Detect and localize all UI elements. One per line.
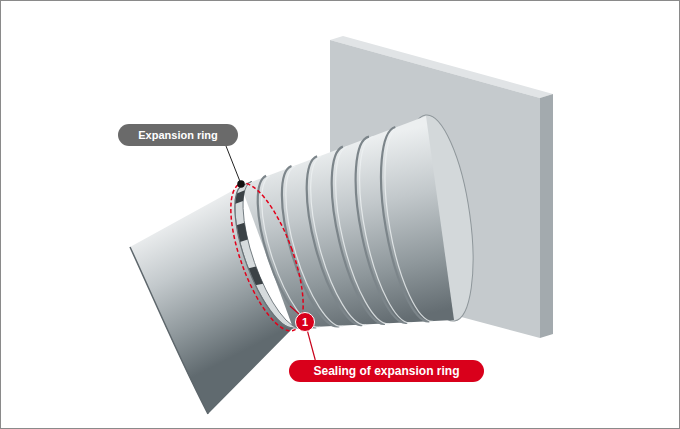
large-pipe xyxy=(130,186,293,414)
pipe-joint-edge xyxy=(235,186,293,328)
callout-leader xyxy=(290,306,299,314)
duct-rib-highlight xyxy=(286,166,343,326)
callout-connector xyxy=(308,332,316,360)
callout-number-text: 1 xyxy=(302,317,308,328)
duct-rib-highlight xyxy=(336,147,389,324)
label-text: Expansion ring xyxy=(138,130,217,141)
duct-rib xyxy=(381,127,429,321)
leader-dot xyxy=(237,180,245,188)
part-label: Expansion ring xyxy=(118,124,238,146)
duct-rib xyxy=(332,147,385,324)
callout-label: Sealing of expansion ring xyxy=(289,360,484,382)
callout-number: 1 xyxy=(295,312,315,332)
label-text: Sealing of expansion ring xyxy=(313,365,459,377)
callout-circle-fill xyxy=(296,313,315,332)
pipe-cut-edge xyxy=(130,247,208,414)
duct-rib-highlight xyxy=(311,156,367,325)
duct-rib-highlight xyxy=(385,127,433,321)
wall-plate-side xyxy=(540,94,553,338)
corrugated-duct xyxy=(241,116,454,328)
sealing-ellipse xyxy=(216,175,318,339)
label-leader xyxy=(226,146,241,184)
duct-ribs xyxy=(258,127,434,327)
